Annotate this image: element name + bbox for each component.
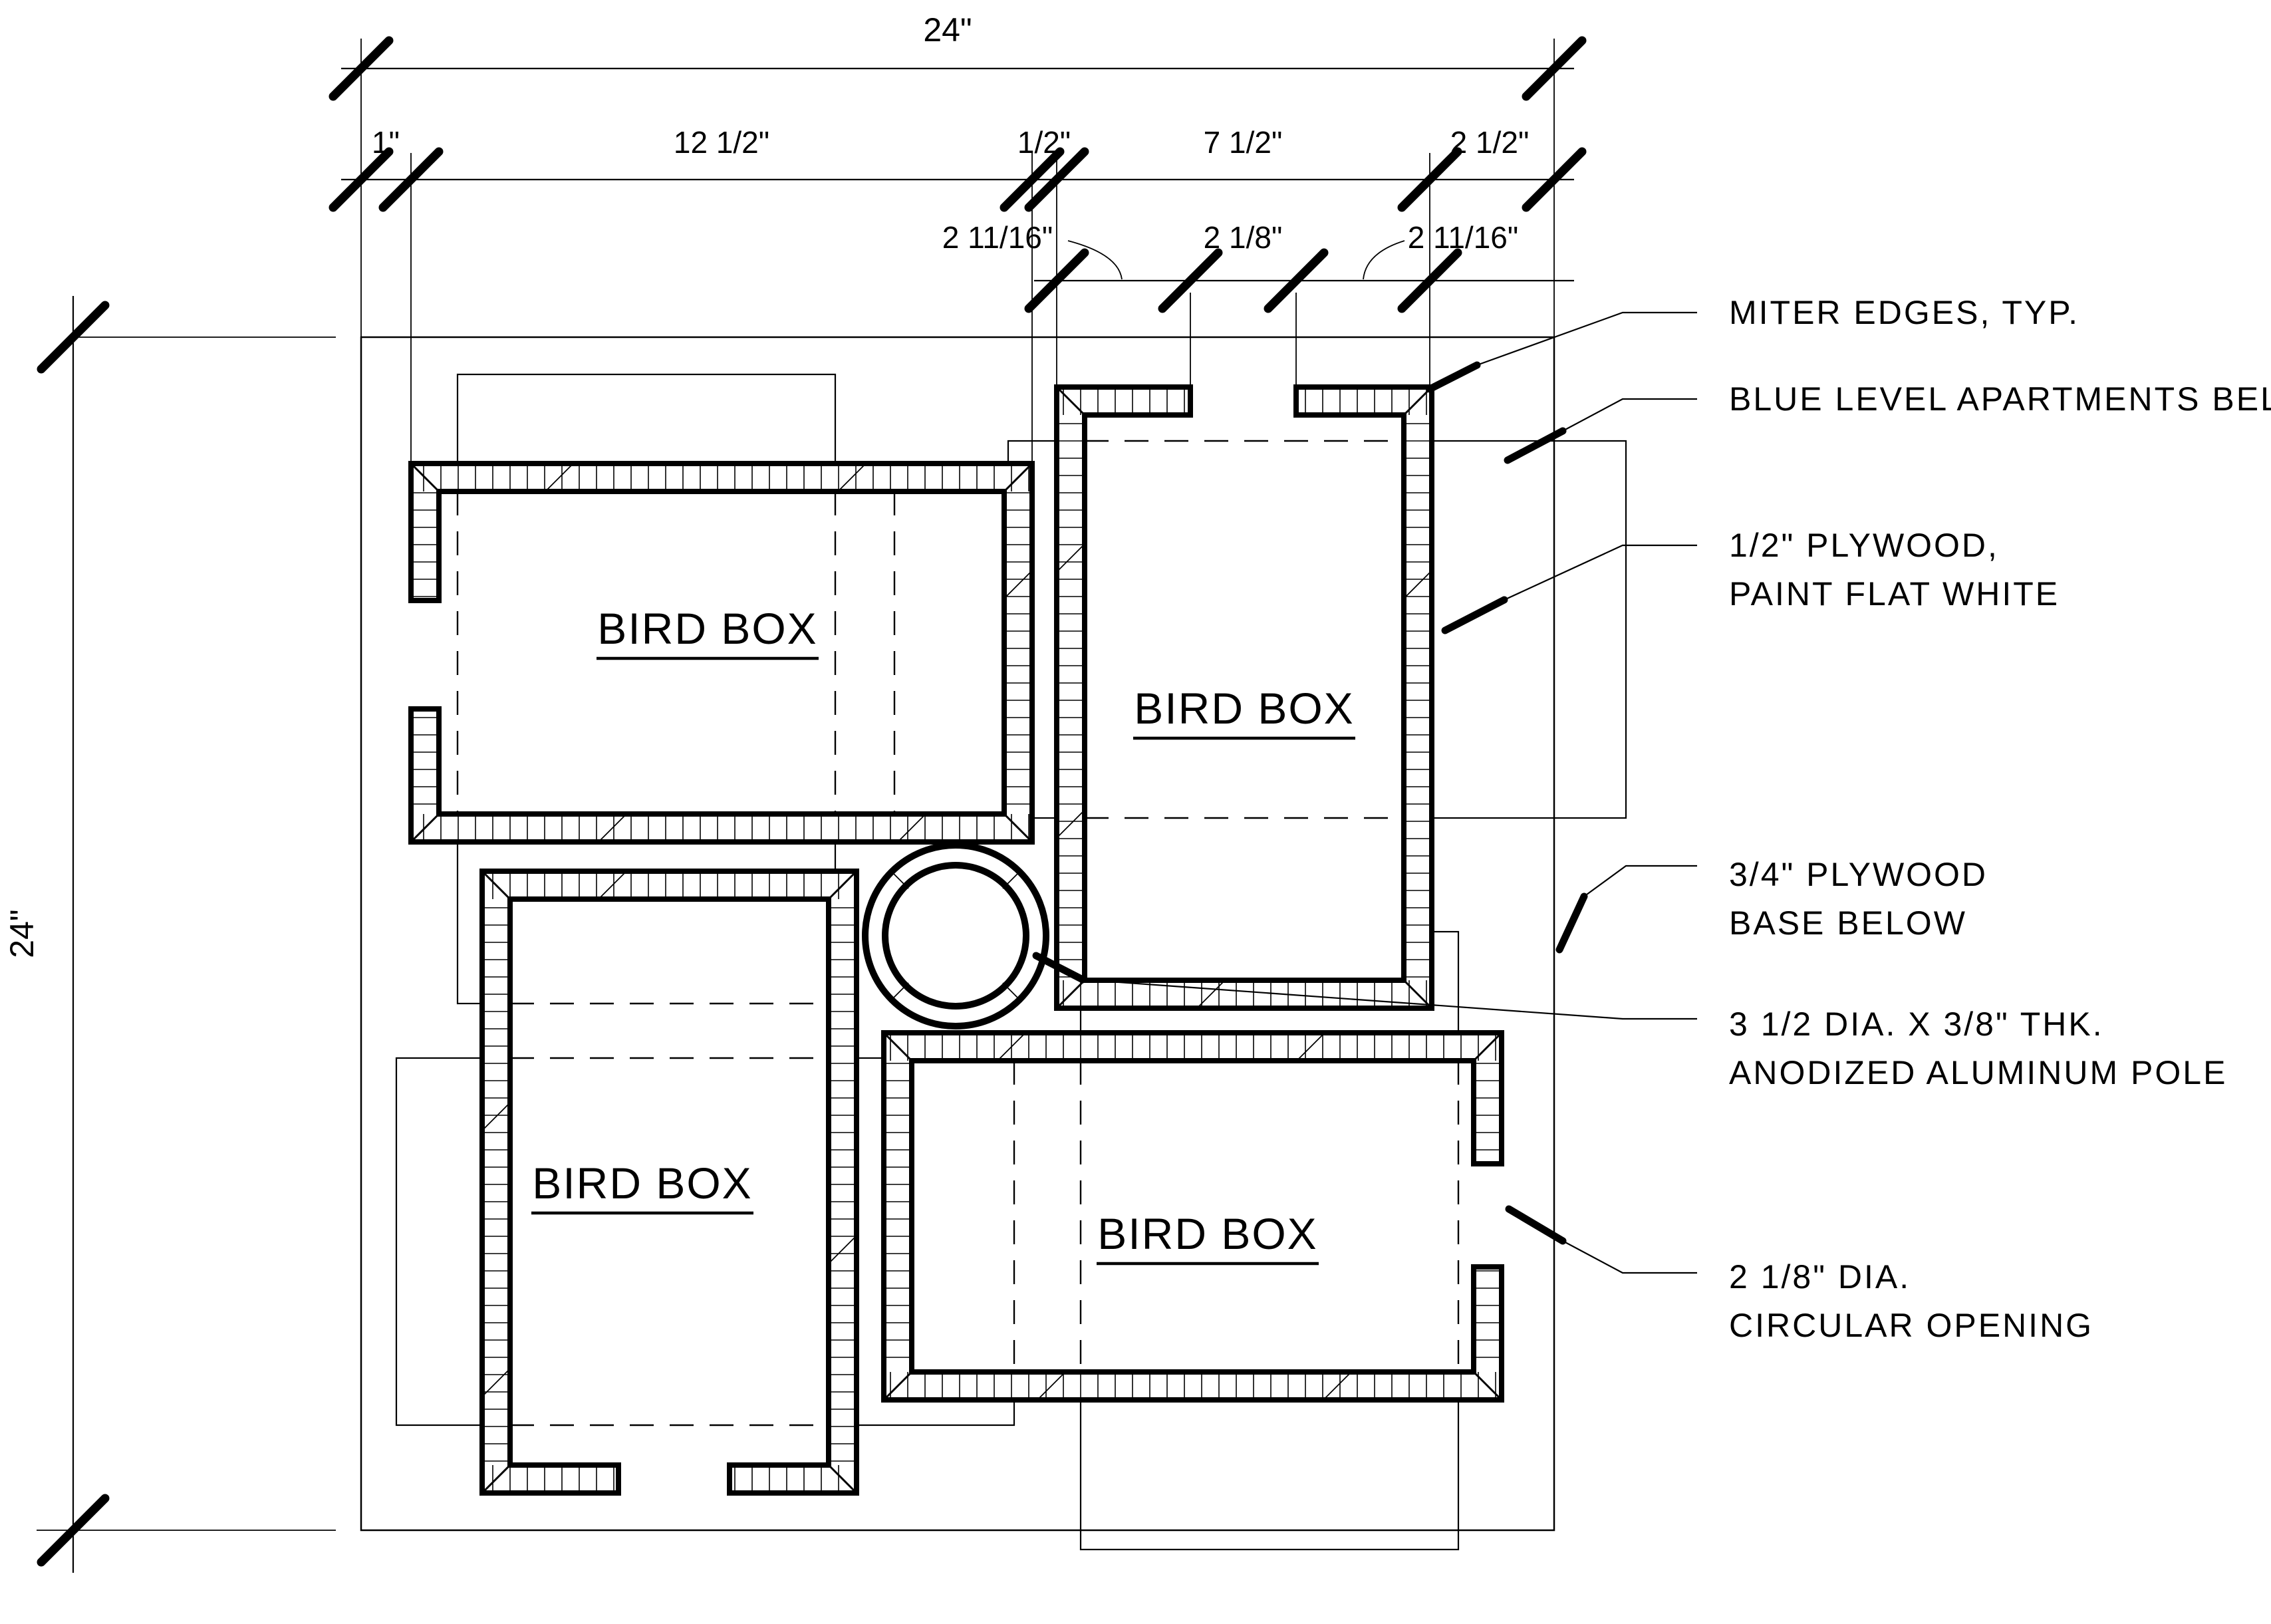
center-pole	[862, 842, 1049, 1029]
left-dimension: 24"	[3, 296, 336, 1573]
leader-blue-level	[1562, 398, 1697, 432]
bird-box-label-top-right: BIRD BOX	[1134, 684, 1354, 733]
inner-wall-outline	[436, 489, 1007, 817]
leader-lines	[1032, 311, 1697, 1274]
bird-box-top-right: BIRD BOX	[1054, 384, 1434, 1011]
annotation-pole-line1: 3 1/2 DIA. X 3/8" THK.	[1729, 1006, 2104, 1043]
top-dimension-sub-segments: 2 11/16" 2 1/8" 2 11/16"	[942, 220, 1574, 387]
annotation-miter-edges: MITER EDGES, TYP.	[1729, 294, 2079, 331]
dim-7half-label: 7 1/2"	[1204, 125, 1283, 160]
annotation-base-plywood-line2: BASE BELOW	[1729, 904, 1967, 942]
dim-total-width-label: 24"	[923, 11, 972, 49]
leader-circular-opening	[1562, 1240, 1697, 1274]
bird-box-label-bottom-left: BIRD BOX	[532, 1158, 752, 1208]
leader-half-plywood	[1504, 544, 1697, 601]
outer-wall-outline	[1054, 384, 1434, 1011]
dim-2half-label: 2 1/2"	[1450, 125, 1530, 160]
dim-2-11-16-right-label: 2 11/16"	[1408, 220, 1518, 255]
dim-2-1-8-label: 2 1/8"	[1204, 220, 1283, 255]
bird-box-top-left: BIRD BOX	[408, 461, 1035, 845]
leader-pole	[1082, 978, 1697, 1020]
dim-total-height-label: 24"	[3, 909, 41, 958]
bird-box-label-bottom-right: BIRD BOX	[1097, 1209, 1317, 1258]
outer-wall-outline	[408, 461, 1035, 845]
dim-2-11-16-left-label: 2 11/16"	[942, 220, 1053, 255]
dim-1in-label: 1"	[372, 125, 400, 160]
inner-wall-outline	[507, 896, 831, 1468]
annotation-pole-line2: ANODIZED ALUMINUM POLE	[1729, 1054, 2227, 1091]
plan-outline	[360, 336, 1555, 1532]
dim-half-label: 1/2"	[1017, 125, 1071, 160]
bird-box-bottom-left: BIRD BOX	[479, 869, 859, 1496]
dim-leader-curve-left	[1067, 240, 1123, 280]
base-square-outline	[360, 336, 1555, 1532]
outer-wall-outline	[881, 1030, 1504, 1403]
top-dimension-total: 24"	[329, 11, 1587, 337]
dim-leader-curve-right	[1363, 240, 1405, 280]
inner-wall-outline	[1082, 412, 1406, 983]
annotation-opening-line1: 2 1/8" DIA.	[1729, 1258, 1911, 1295]
top-dimension-segments: 1" 12 1/2" 1/2" 7 1/2" 2 1/2"	[329, 125, 1587, 532]
annotation-labels: MITER EDGES, TYP. BLUE LEVEL APARTMENTS …	[1729, 294, 2271, 1344]
leader-base-plywood	[1583, 865, 1697, 897]
dim-12half-label: 12 1/2"	[674, 125, 769, 160]
annotation-half-plywood-line1: 1/2" PLYWOOD,	[1729, 527, 1999, 564]
annotation-base-plywood-line1: 3/4" PLYWOOD	[1729, 856, 1988, 893]
outer-wall-outline	[479, 869, 859, 1496]
annotation-blue-level: BLUE LEVEL APARTMENTS BELOW	[1729, 380, 2271, 418]
annotation-half-plywood-line2: PAINT FLAT WHITE	[1729, 575, 2060, 612]
annotation-opening-line2: CIRCULAR OPENING	[1729, 1307, 2093, 1344]
inner-wall-outline	[909, 1058, 1476, 1375]
bird-box-label-top-left: BIRD BOX	[597, 604, 817, 653]
leader-miter-edges	[1476, 311, 1697, 366]
pole-inner-circle	[882, 862, 1029, 1010]
bird-box-bottom-right: BIRD BOX	[881, 1030, 1504, 1403]
